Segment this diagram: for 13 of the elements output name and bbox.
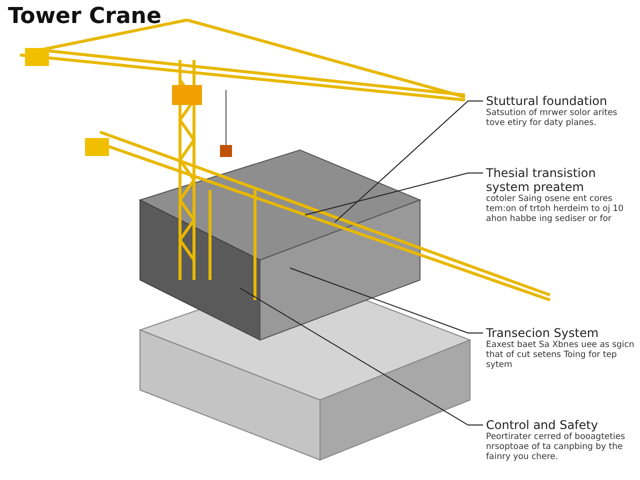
callout-heading: Control and Safety bbox=[486, 418, 599, 432]
callout-heading: Transecion System bbox=[486, 326, 600, 340]
leader-line bbox=[290, 268, 484, 334]
leader-line bbox=[334, 100, 484, 222]
callout-text: cotoler Saing osene ent cores tem:on of trtoh herdeim to oj 10 ahon habbe ing sediser or for bbox=[486, 194, 625, 224]
diagram-title: Tower Crane bbox=[8, 4, 162, 29]
callout-heading: Stuttural foundation bbox=[486, 94, 608, 108]
leader-line bbox=[240, 288, 484, 426]
callout-text: Satsution of mrwer solor arites tove etiry for daty planes. bbox=[486, 108, 618, 128]
callout-text: Eaxest baet Sa Xbnes uee as sgicn that of cut setens Toing for tep sytem bbox=[486, 340, 636, 370]
callout-text: Peortirater cerred of booagteties nrsoptoae of ta canpbing by the fainry you chere. bbox=[486, 432, 626, 462]
leader-line bbox=[304, 172, 484, 216]
callout-heading: Thesial transistion system preatem bbox=[486, 166, 597, 194]
